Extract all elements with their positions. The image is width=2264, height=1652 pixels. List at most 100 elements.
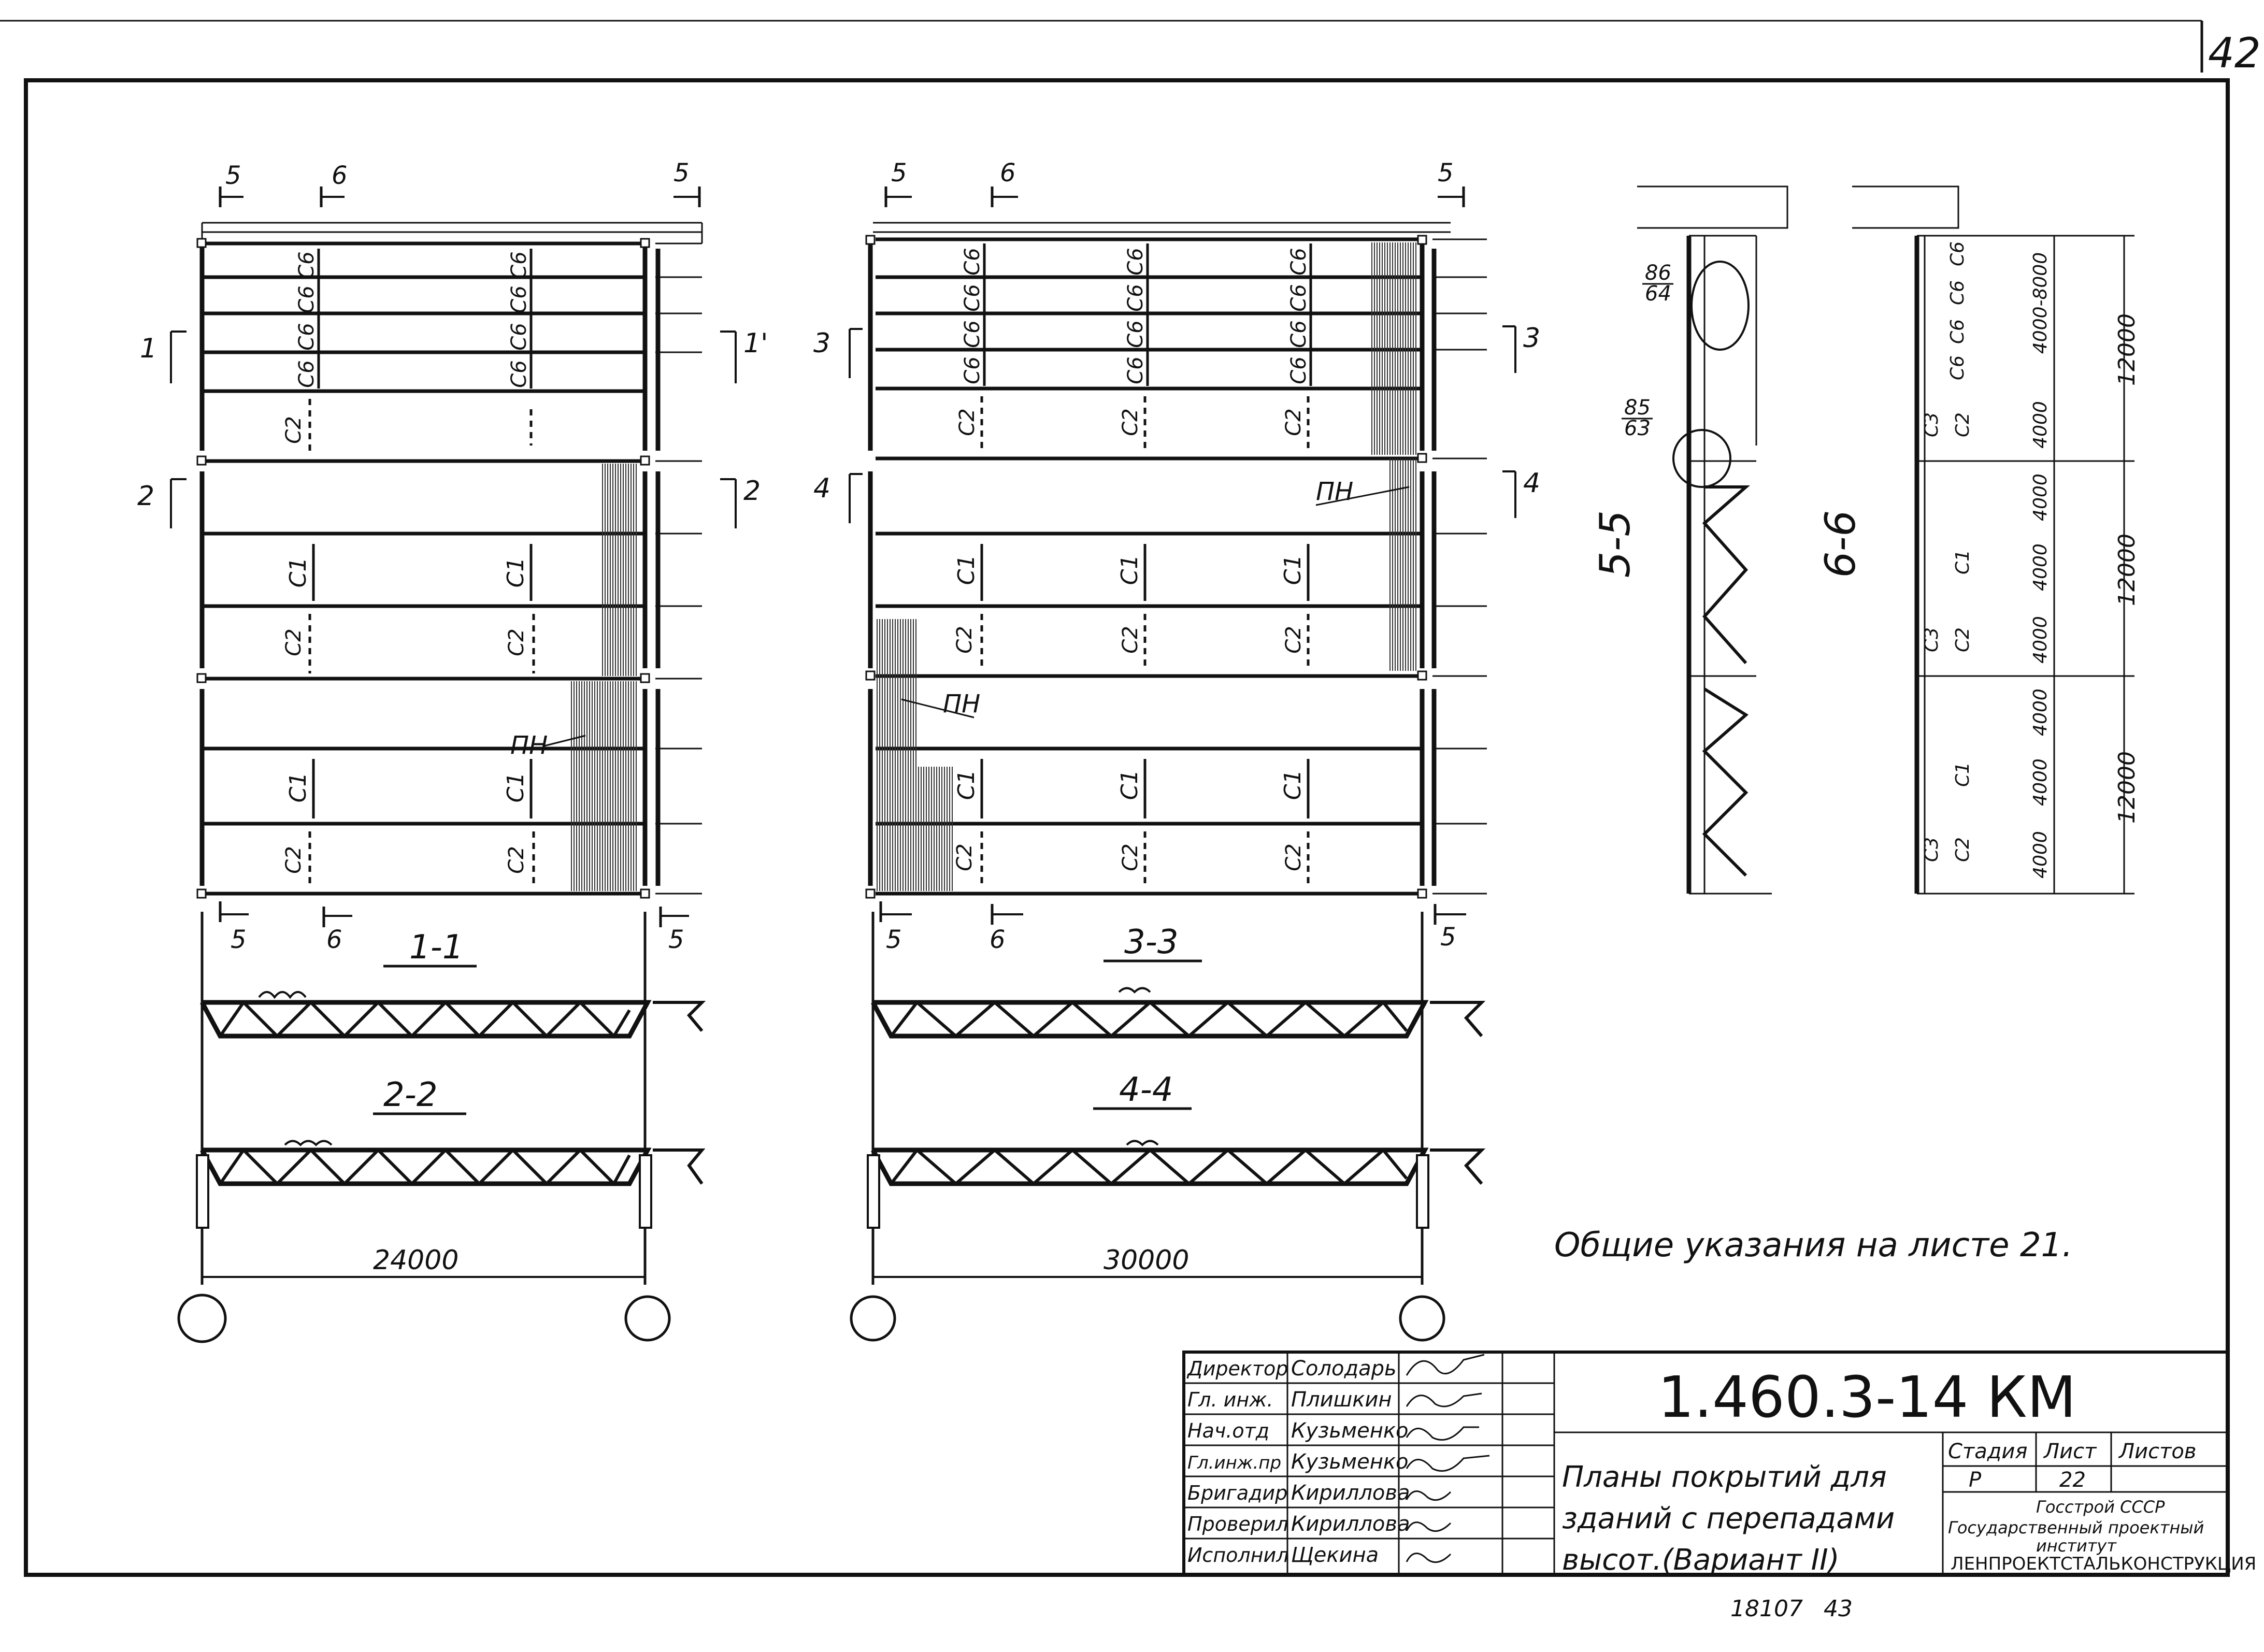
member-label: С6 — [295, 285, 319, 313]
spacing-label: 4000 — [2030, 473, 2051, 521]
section-truss — [1702, 485, 1750, 664]
column-node — [865, 670, 876, 681]
member-label: С1 — [285, 772, 311, 803]
side-label: 2 — [743, 476, 761, 507]
member-label: С1 — [953, 770, 980, 800]
deck-hatch — [1370, 242, 1417, 455]
column-node — [1417, 888, 1427, 899]
name: Щекина — [1291, 1543, 1379, 1567]
member-label: С1 — [953, 555, 980, 585]
section-title-5-5: 5-5 — [1591, 510, 1639, 578]
section-label: С3 — [1921, 837, 1942, 862]
page-number: 42 — [2208, 29, 2261, 77]
stage-value: Р — [1969, 1468, 1982, 1492]
member-label: С6 — [1124, 248, 1148, 275]
adjacent-truss — [1430, 1001, 1486, 1037]
member-label: С2 — [1119, 626, 1142, 653]
org-line: Государственный проектный — [1948, 1518, 2204, 1538]
spacing-label: 4000 — [2030, 758, 2051, 806]
dimension-label: 12000 — [2114, 534, 2140, 606]
member-label: С6 — [1124, 284, 1148, 311]
name: Плишкин — [1291, 1388, 1392, 1412]
section-outline — [1637, 185, 1788, 229]
sections-right: 86 64 85 63 5-5 6-6 С6 С6 С6 С6 С2 С3 С1… — [1591, 185, 2140, 895]
role: Гл. инж. — [1187, 1388, 1273, 1411]
truss — [871, 1147, 1429, 1186]
pn-leader — [543, 735, 586, 747]
column-node — [865, 235, 876, 245]
spacing-label: 4000 — [2030, 616, 2051, 664]
column-node — [865, 888, 876, 899]
section-label: С6 — [1947, 241, 1968, 266]
column-node — [196, 238, 207, 248]
deck-hatch — [601, 464, 637, 676]
cut-label: 5 — [886, 925, 902, 954]
sheet-value: 22 — [2059, 1468, 2086, 1492]
column-node — [1417, 235, 1427, 245]
truss — [200, 1000, 652, 1039]
name: Кузьменко — [1291, 1419, 1408, 1443]
side-label: 4 — [1523, 468, 1540, 499]
signature — [1406, 1354, 1485, 1376]
column-node — [640, 888, 650, 899]
member-label: С2 — [505, 846, 528, 873]
adjacent-truss — [653, 1001, 706, 1032]
section-label: С6 — [1947, 280, 1968, 305]
member-label: С6 — [1287, 248, 1311, 275]
cut-label: 5 — [1440, 923, 1456, 952]
dimension-label: 12000 — [2114, 751, 2140, 824]
signature — [1406, 1426, 1479, 1441]
member-label: С6 — [1124, 356, 1148, 384]
title-line: зданий с перепадами — [1562, 1502, 1895, 1535]
document-code: 1.460.3-14 КМ — [1658, 1364, 2076, 1430]
column-node — [196, 673, 207, 683]
org-name: ЛЕНПРОЕКТСТАЛЬКОНСТРУКЦИЯ — [1951, 1554, 2256, 1574]
spacing-label: 4000 — [2030, 543, 2051, 591]
adjacent-truss — [653, 1148, 706, 1185]
name: Кириллова — [1291, 1512, 1410, 1536]
section-label: С6 — [1947, 319, 1968, 344]
span-dimension: 24000 — [373, 1245, 458, 1276]
cut-label: 5 — [668, 925, 684, 954]
side-label: 3 — [813, 328, 830, 359]
grid-axis-bubble — [624, 1295, 671, 1342]
deck-hatch — [570, 681, 637, 891]
member-label: С6 — [1287, 356, 1311, 384]
truss-wave — [258, 991, 307, 999]
role: Исполнил — [1187, 1544, 1289, 1567]
pn-leader — [901, 698, 975, 719]
name: Кузьменко — [1291, 1450, 1408, 1474]
member-label: С6 — [507, 323, 531, 350]
node-bottom-a: 85 — [1624, 396, 1651, 420]
member-label: С6 — [1124, 320, 1148, 348]
section-title: 2-2 — [383, 1076, 438, 1114]
member-label: С2 — [1282, 843, 1306, 871]
truss-wave — [1126, 1140, 1159, 1146]
truss-wave — [284, 1140, 333, 1146]
member-label: С6 — [295, 323, 319, 350]
member-label: С2 — [282, 416, 306, 443]
member-label: С6 — [507, 360, 531, 387]
title-block: Директор Гл. инж. Нач.отд Гл.инж.пр Бриг… — [1182, 1351, 2256, 1577]
node-bottom-b: 63 — [1624, 416, 1651, 440]
member-label: С1 — [1280, 770, 1306, 800]
column — [639, 1154, 652, 1229]
role: Проверил — [1187, 1513, 1288, 1535]
detail-ellipse — [1690, 261, 1750, 351]
column — [196, 1154, 209, 1229]
member-label: С1 — [1280, 555, 1306, 585]
member-label: С2 — [505, 628, 528, 656]
section-title: 1-1 — [409, 928, 464, 967]
role: Директор — [1186, 1357, 1288, 1380]
side-label: 1' — [743, 328, 768, 359]
name: Солодарь — [1291, 1357, 1397, 1381]
section-label: С1 — [1952, 550, 1973, 574]
node-top-b: 64 — [1645, 282, 1671, 306]
member-label: С6 — [295, 251, 319, 279]
section-label: С2 — [1952, 837, 1973, 862]
truss-web — [219, 1000, 631, 1039]
member-label: С6 — [961, 248, 984, 275]
signature — [1406, 1455, 1490, 1472]
truss-wave — [1118, 987, 1151, 994]
cut-label: 5 — [231, 925, 247, 954]
